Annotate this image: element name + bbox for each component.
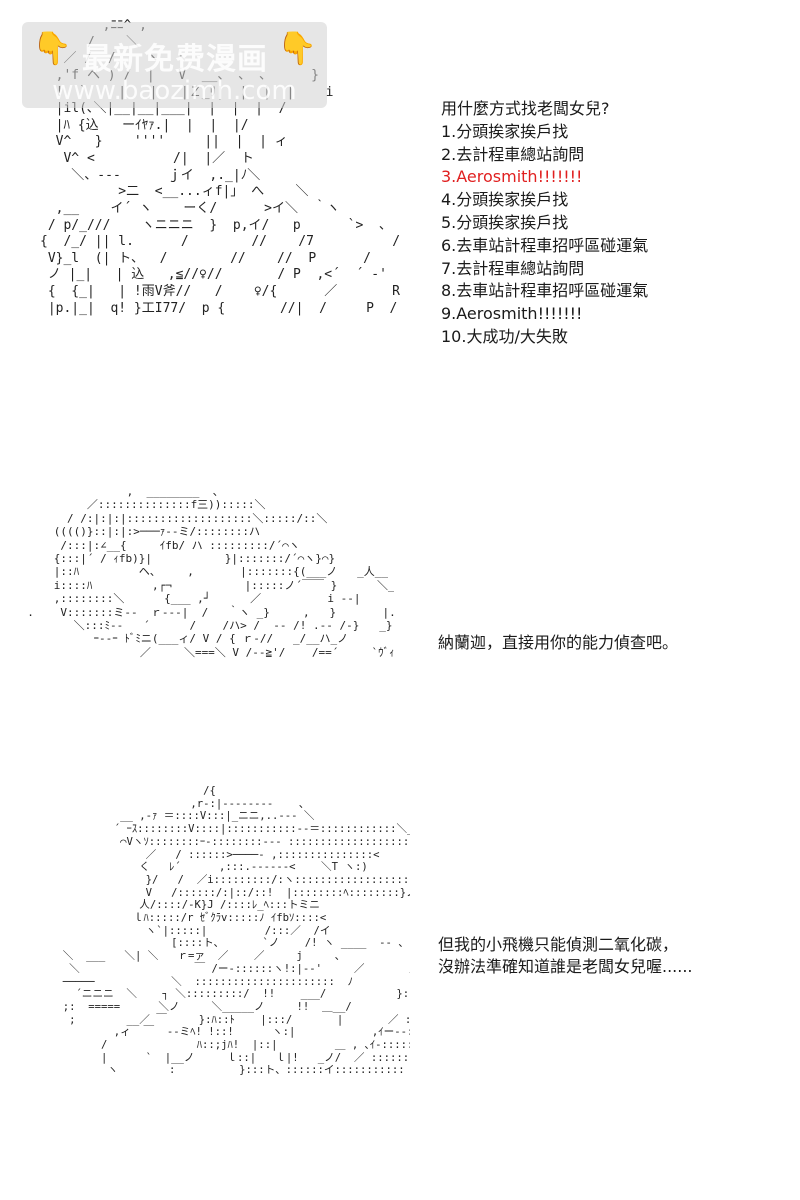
option-item: 1.分頭挨家挨戶找 (441, 121, 569, 141)
dialogue-line: 但我的小飛機只能偵測二氧化碳， (438, 935, 679, 954)
pointing-down-hand-icon: 👇 (32, 29, 72, 67)
dialogue-line: 沒辦法準確知道誰是老闆女兒喔...... (438, 957, 693, 976)
dialogue-text: 納蘭迦，直接用你的能力偵查吧。 (438, 633, 679, 652)
option-item: 9.Aerosmith!!!!!!! (441, 304, 583, 324)
watermark-url: www.baozimh.com (52, 76, 297, 106)
ascii-art-character-3: /{ ,r‐:|‐‐‐‐‐‐-- 、 __ ,-ｧ ＝::::V:::|_ニニ,… (62, 785, 410, 1077)
options-list: 用什麼方式找老闆女兒? 1.分頭挨家挨戶找 2.去計程車總站詢問 3.Aeros… (441, 98, 781, 349)
pointing-down-hand-icon: 👇 (277, 29, 317, 67)
option-item: 6.去車站計程車招呼區碰運氣 (441, 235, 649, 255)
watermark-title: 最新免费漫画 (82, 42, 268, 77)
option-item: 8.去車站計程車招呼區碰運氣 (441, 281, 649, 301)
option-item: 4.分頭挨家挨戶找 (441, 190, 569, 210)
ascii-art-character-2: , ________ 、 ／::::::::::::::f三)):::::＼ /… (27, 485, 394, 659)
question-text: 用什麼方式找老闆女兒? (441, 99, 610, 118)
dialogue-text: 但我的小飛機只能偵測二氧化碳， 沒辦法準確知道誰是老闆女兒喔...... (438, 934, 693, 978)
watermark-badge: 👇 最新免费漫画 👇 www.baozimh.com (22, 22, 327, 108)
option-item: 10.大成功/大失敗 (441, 326, 568, 346)
option-item: 2.去計程車總站詢問 (441, 144, 585, 164)
option-item: 7.去計程車總站詢問 (441, 258, 585, 278)
option-item-highlighted: 3.Aerosmith!!!!!!! (441, 167, 583, 187)
option-item: 5.分頭挨家挨戶找 (441, 212, 569, 232)
